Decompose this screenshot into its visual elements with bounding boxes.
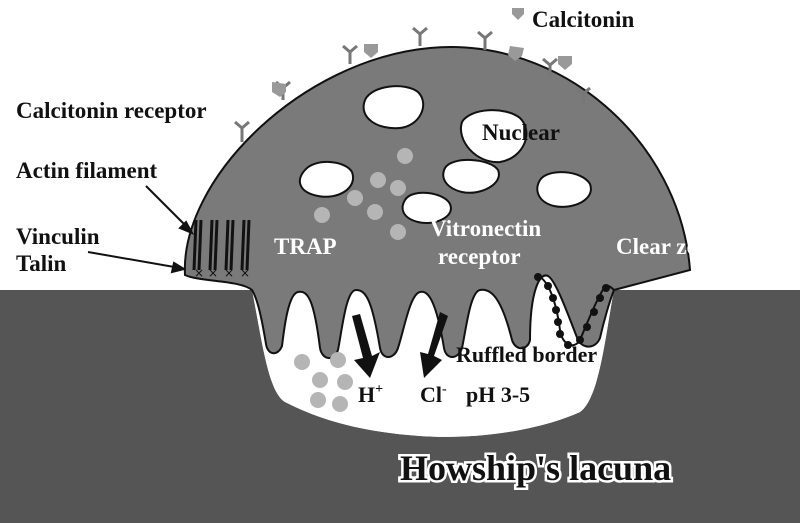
label-vitronectin: Vitronectin <box>430 216 541 241</box>
label-trap: TRAP <box>274 234 337 259</box>
cl-arrow <box>420 312 448 378</box>
nucleus <box>362 85 425 130</box>
actin-filaments <box>192 219 251 271</box>
vesicle <box>330 352 346 368</box>
label-cl-ion: Cl- <box>420 382 447 407</box>
label-vinculin: Vinculin <box>16 224 100 249</box>
label-ruffled-border: Ruffled border <box>456 342 597 367</box>
calcitonin-molecules <box>272 8 572 97</box>
svg-text:×: × <box>208 266 218 280</box>
ion-arrows <box>352 312 448 378</box>
label-nuclear: Nuclear <box>482 120 560 145</box>
label-howships-lacuna: Howship's lacuna <box>400 448 671 488</box>
vesicle <box>337 374 353 390</box>
vesicle <box>312 372 328 388</box>
vesicle <box>314 207 330 223</box>
vesicle <box>390 180 406 196</box>
vesicle <box>390 224 406 240</box>
calcitonin-icon <box>508 46 524 61</box>
label-ph: pH 3-5 <box>466 382 530 407</box>
label-receptor: receptor <box>438 244 521 269</box>
calcitonin-icon <box>558 56 572 70</box>
pointer-lines <box>87 185 195 274</box>
label-talin: Talin <box>16 251 67 276</box>
vesicle <box>367 204 383 220</box>
svg-text:×: × <box>194 266 204 280</box>
clear-zone-dots <box>534 273 610 349</box>
label-h-ion: H+ <box>358 382 383 407</box>
vesicle <box>370 172 386 188</box>
bone-matrix <box>0 290 800 523</box>
calcitonin-icon <box>512 8 524 20</box>
label-actin-filament: Actin filament <box>16 158 158 183</box>
nucleus <box>459 109 528 164</box>
svg-text:×: × <box>224 266 234 280</box>
vesicle <box>310 392 326 408</box>
calcitonin-icon <box>364 44 378 58</box>
label-clear-zone: Clear zone <box>616 234 721 259</box>
label-calcitonin: Calcitonin <box>532 7 634 32</box>
nuclei <box>298 85 592 224</box>
lacuna-vesicles <box>294 352 353 412</box>
svg-text:×: × <box>240 266 250 280</box>
nucleus <box>298 161 355 198</box>
vesicle <box>294 354 310 370</box>
vesicle <box>332 396 348 412</box>
vesicle <box>397 148 413 164</box>
trap-vesicles <box>314 148 413 240</box>
vinculin-talin-markers: × × × × <box>194 266 250 280</box>
label-calcitonin-receptor: Calcitonin receptor <box>16 98 207 123</box>
nucleus <box>536 171 592 208</box>
h-arrow <box>352 314 380 378</box>
vesicle <box>347 190 363 206</box>
calcitonin-icon <box>272 82 286 97</box>
nucleus <box>401 191 452 224</box>
nucleus <box>442 158 500 194</box>
